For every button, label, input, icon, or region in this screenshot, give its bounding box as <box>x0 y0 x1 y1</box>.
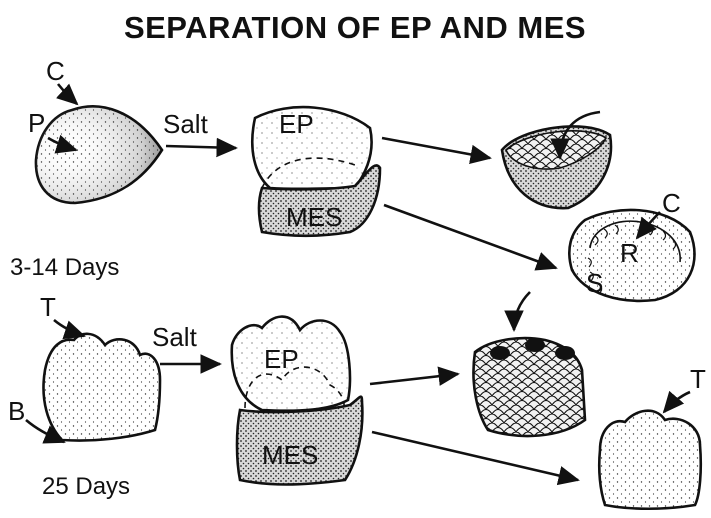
result-arrow-t <box>664 392 690 412</box>
label-p: P <box>28 108 45 138</box>
arrow-c <box>58 84 77 104</box>
bottom-row: T B Salt EP MES T 25 D <box>8 292 706 509</box>
arrow-ep-to-cup <box>382 138 490 158</box>
result-label-s: S <box>586 268 603 298</box>
label-c: C <box>46 56 65 86</box>
salt-label-top: Salt <box>163 109 209 139</box>
age-label-top: 3-14 Days <box>10 254 119 281</box>
enamel-organ-arrow <box>514 292 530 330</box>
epithelial-cup <box>502 112 611 208</box>
dental-papilla-cusped <box>599 411 701 509</box>
ep-label-top: EP <box>279 109 314 139</box>
result-label-c: C <box>662 188 681 218</box>
salt-arrow-top <box>166 146 236 148</box>
arrow-t <box>54 320 84 336</box>
bell-stage-tooth-germ <box>44 334 160 441</box>
label-t: T <box>40 292 56 322</box>
result-label-r: R <box>620 238 639 268</box>
label-b: B <box>8 396 25 426</box>
result-label-t: T <box>690 364 706 394</box>
top-row: C P Salt EP MES C R <box>10 56 695 301</box>
arrow-ep-to-enamel-organ <box>370 374 458 384</box>
arrow-mes-to-papilla <box>384 205 556 268</box>
arrow-mes-to-papilla-bottom <box>372 432 578 480</box>
cap-stage-tooth-germ <box>36 106 162 203</box>
mes-label-top: MES <box>286 202 342 232</box>
page-title: SEPARATION OF EP AND MES <box>124 10 586 45</box>
salt-label-bottom: Salt <box>152 322 198 352</box>
age-label-bottom: 25 Days <box>42 473 130 500</box>
ep-label-bottom: EP <box>264 344 299 374</box>
mes-label-bottom: MES <box>262 440 318 470</box>
epithelial-enamel-organ <box>473 292 585 436</box>
